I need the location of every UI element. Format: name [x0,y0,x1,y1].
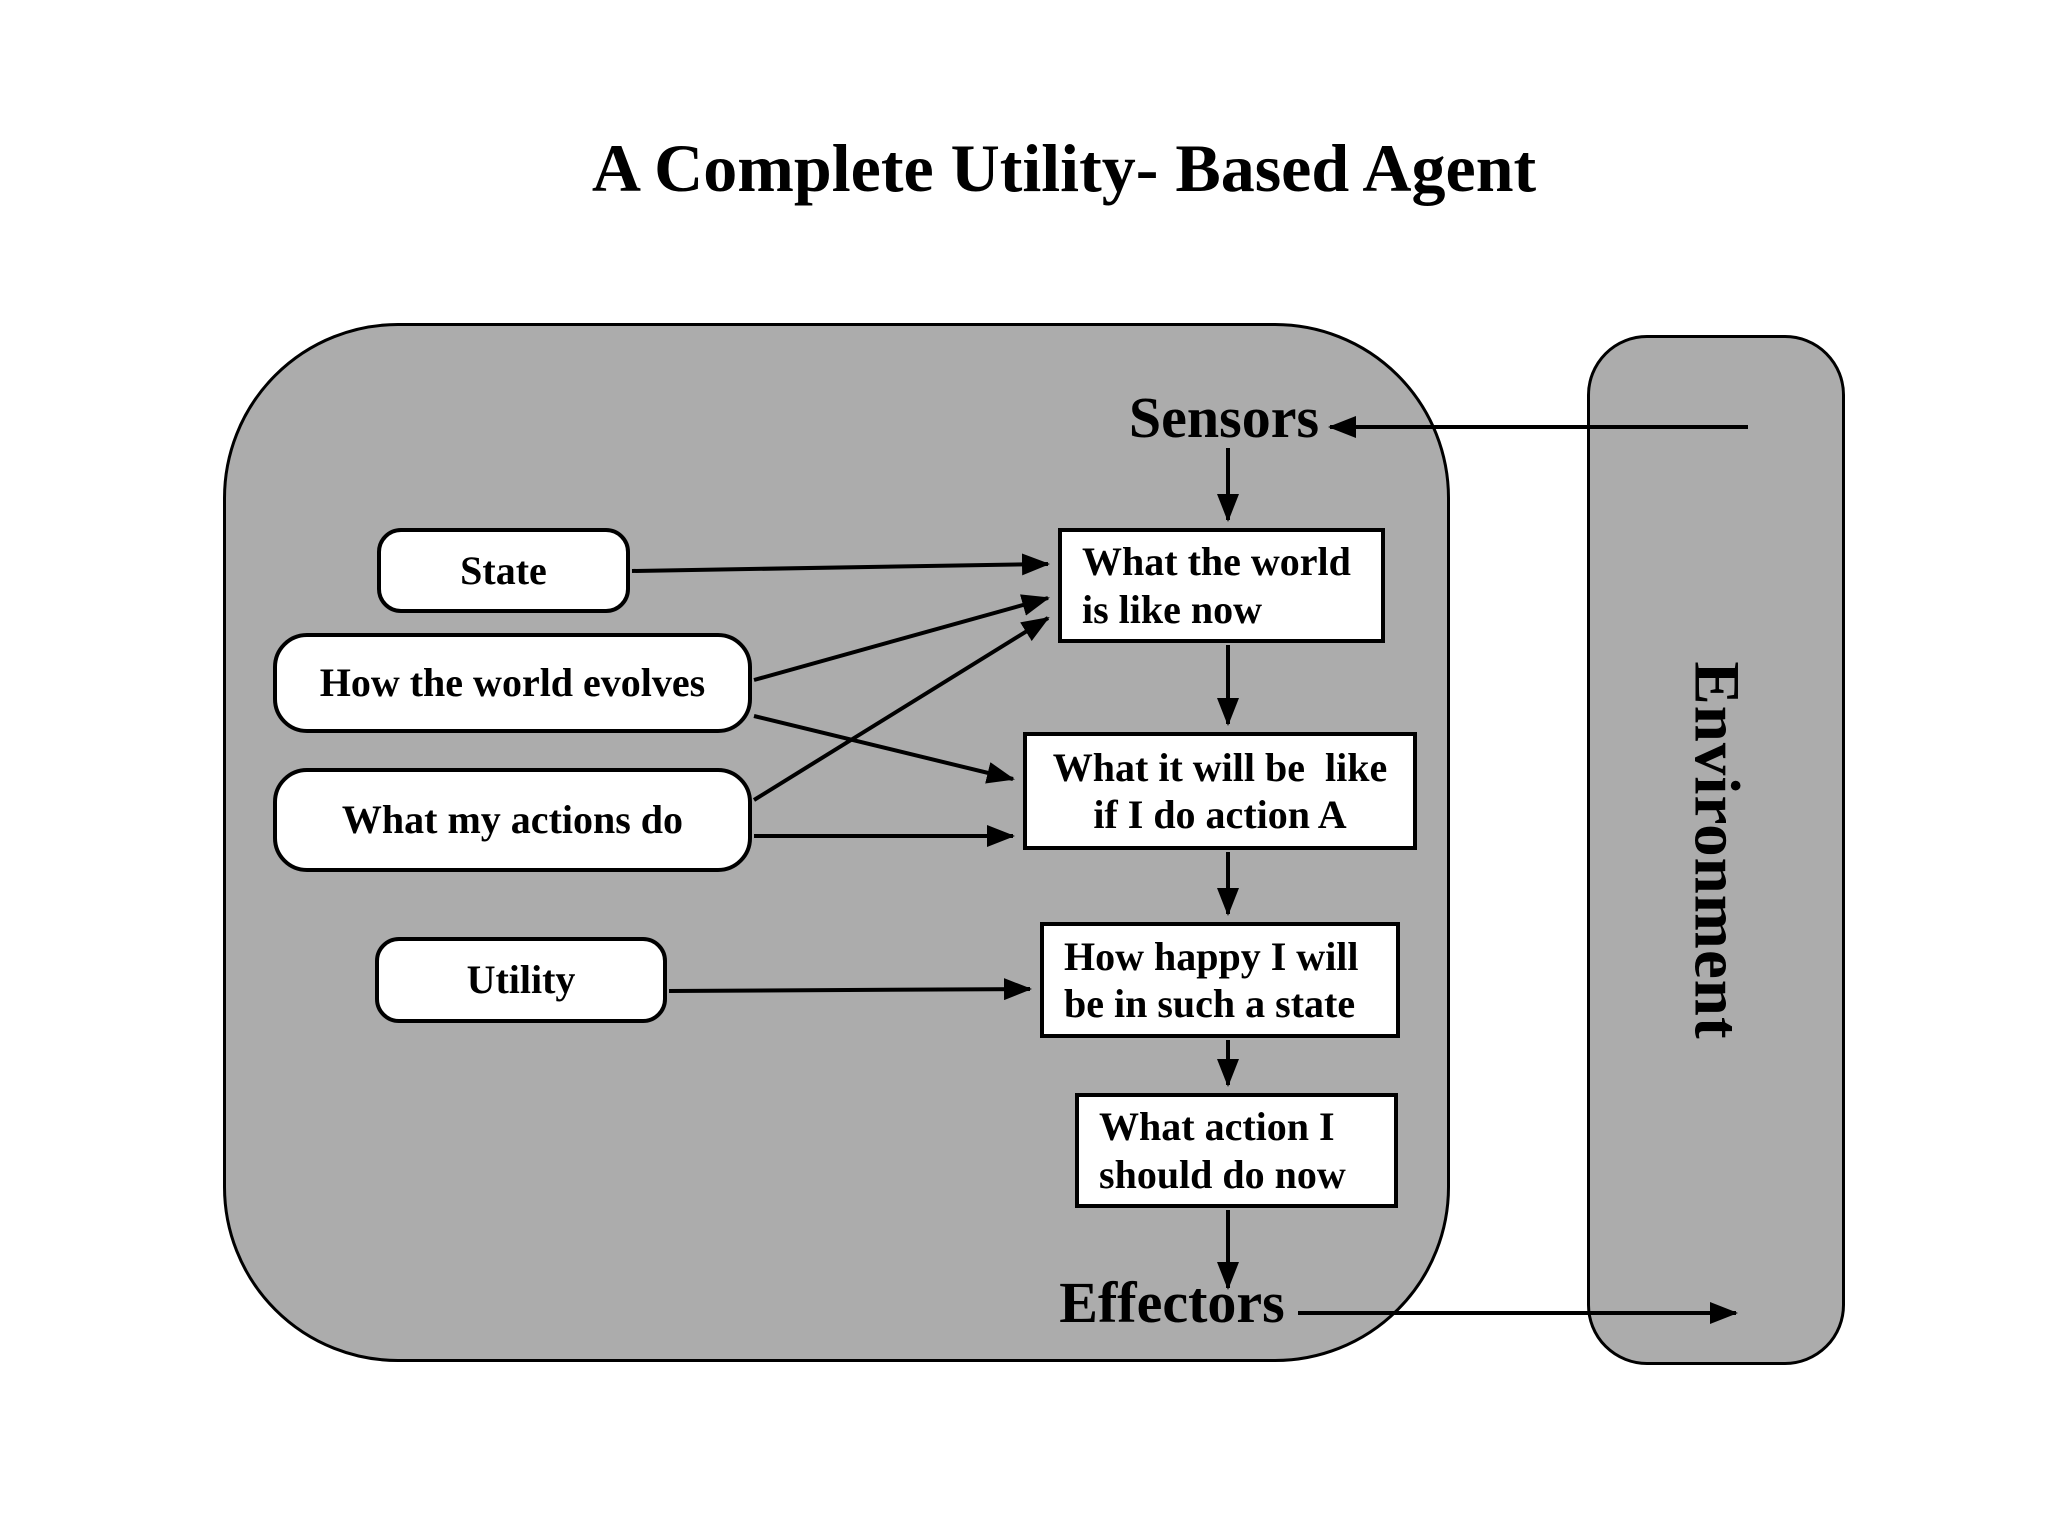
node-what-my-actions-do-label: What my actions do [341,797,684,843]
node-what-action-i-should-do-line1: What action I [1099,1104,1335,1150]
node-how-happy-i-will-be-line1: How happy I will [1064,933,1359,979]
node-what-the-world-is-like-now-line1: What the world [1082,539,1351,585]
node-what-it-will-be-like: What it will be like if I do action A [1023,732,1417,850]
node-what-it-will-be-like-line2: if I do action A [1093,792,1347,837]
node-utility-label: Utility [466,957,576,1003]
node-how-happy-i-will-be-line2: be in such a state [1064,981,1356,1026]
node-state-label: State [460,547,547,593]
node-utility: Utility [375,937,667,1023]
node-what-action-i-should-do-line2: should do now [1099,1151,1346,1197]
node-what-my-actions-do: What my actions do [273,768,752,872]
node-state: State [377,528,630,613]
node-what-the-world-is-like-now: What the world is like now [1058,528,1385,643]
node-what-it-will-be-like-line1: What it will be like [1052,744,1388,790]
node-what-the-world-is-like-now-line2: is like now [1082,586,1263,632]
node-how-happy-i-will-be: How happy I will be in such a state [1040,922,1400,1038]
environment-label: Environment [1680,660,1753,1040]
page-title: A Complete Utility- Based Agent [591,130,1537,206]
environment-container: Environment [1587,335,1845,1365]
node-how-the-world-evolves: How the world evolves [273,633,752,733]
effectors-label: Effectors [1059,1270,1285,1335]
node-what-action-i-should-do: What action I should do now [1075,1093,1398,1208]
sensors-label: Sensors [1128,385,1320,450]
node-how-the-world-evolves-label: How the world evolves [319,660,706,706]
